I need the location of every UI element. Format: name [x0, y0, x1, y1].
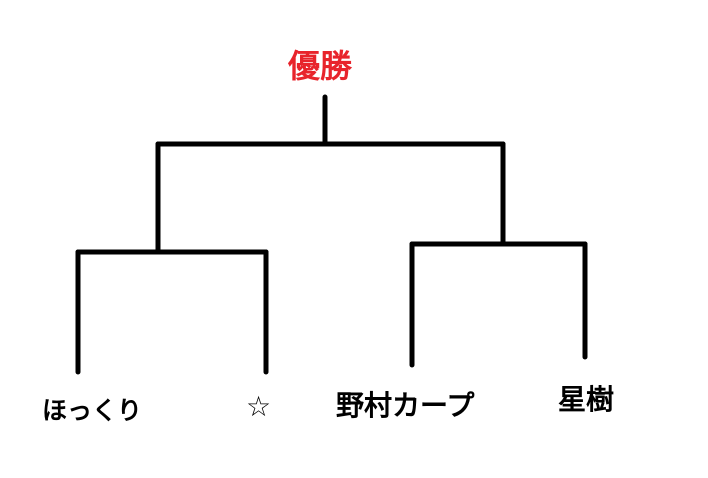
winner-label: 優勝 — [288, 47, 353, 85]
team-label-1: ほっくり — [42, 396, 143, 425]
team-label-2: ☆ — [246, 390, 272, 423]
team-label-4: 星樹 — [558, 383, 615, 416]
team-label-3: 野村カープ — [336, 389, 475, 422]
